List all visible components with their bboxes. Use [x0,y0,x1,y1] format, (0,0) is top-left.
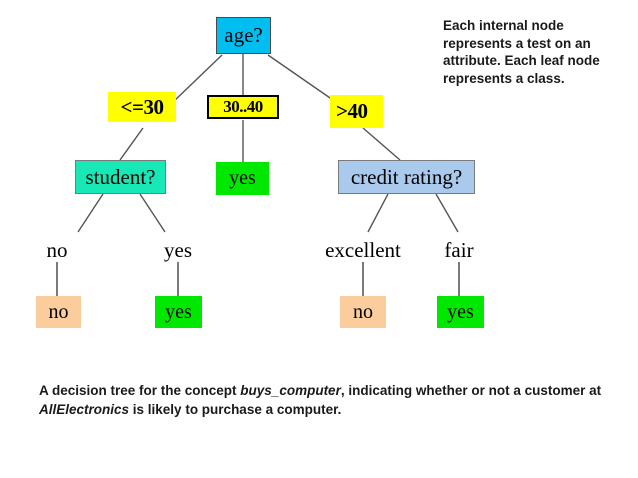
branch-label-30-40[interactable]: 30..40 [207,95,279,119]
node-yes-middle[interactable]: yes [216,162,269,195]
annotation-text: Each internal node represents a test on … [443,17,633,87]
annotation-line-4: represents a class. [443,70,565,86]
caption-italic-allelectronics: AllElectronics [39,402,130,417]
edge-label-student-no: no [46,238,68,262]
annotation-line-3: attribute. Each leaf node [443,53,600,68]
caption-part-2: , indicating whether or not a customer a… [340,383,602,398]
branch-label-gt40[interactable]: >40 [330,95,383,128]
caption-italic-buys-computer: buys_computer [240,383,341,398]
caption-part-3: is likely to purchase a computer. [129,402,342,417]
branch-label-le30[interactable]: <=30 [108,92,176,122]
annotation-line-2: represents a test on an [443,35,591,51]
node-credit-rating[interactable]: credit rating? [338,160,475,194]
node-student[interactable]: student? [75,160,166,194]
leaf-no-student-no[interactable]: no [36,296,81,328]
edge-label-student-yes: yes [164,238,192,262]
edge-label-credit-fair: fair [444,238,474,262]
node-age[interactable]: age? [216,17,271,54]
leaf-no-credit-excellent[interactable]: no [340,296,386,328]
caption-part-1: A decision tree for the concept [39,383,241,398]
annotation-line-1: Each internal node [443,18,564,33]
leaf-yes-student-yes[interactable]: yes [155,296,202,328]
leaf-yes-credit-fair[interactable]: yes [437,296,484,328]
edge-label-credit-excellent: excellent [325,238,401,262]
figure-caption: A decision tree for the concept buys_com… [39,381,609,419]
